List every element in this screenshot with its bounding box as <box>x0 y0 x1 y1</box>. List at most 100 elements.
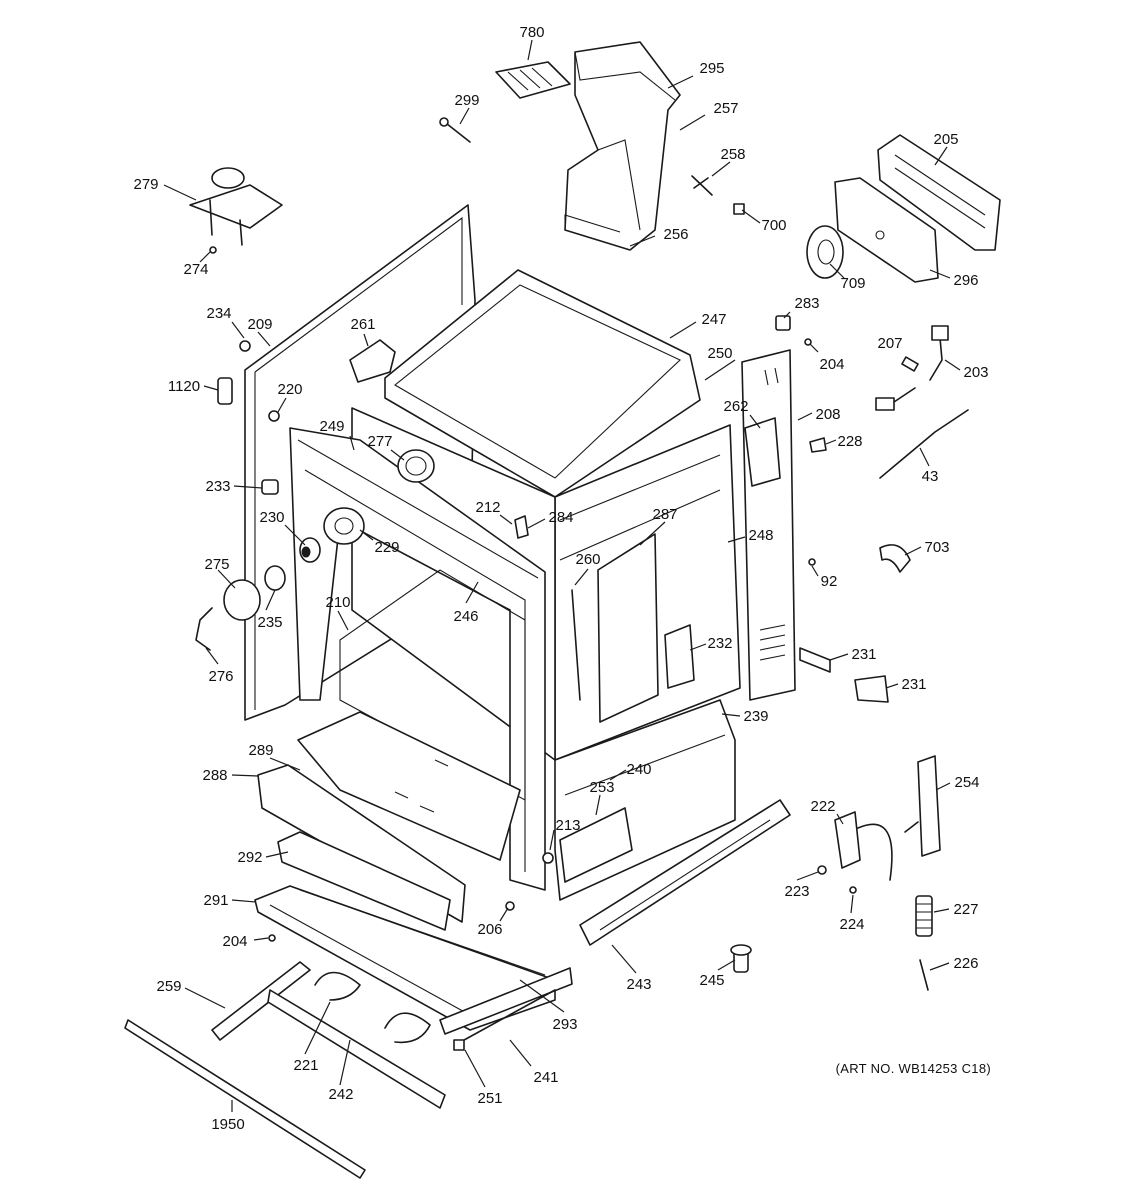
part-207-drawing <box>901 356 919 372</box>
callout-249: 249 <box>319 418 344 435</box>
callout-279: 279 <box>133 176 158 193</box>
callout-780: 780 <box>519 24 544 41</box>
part-230-drawing <box>299 537 321 563</box>
callout-247: 247 <box>701 311 726 328</box>
callout-274: 274 <box>183 261 208 278</box>
callout-299: 299 <box>454 92 479 109</box>
part-254-drawing <box>904 755 941 857</box>
part-241-drawing <box>454 989 556 1046</box>
callout-205: 205 <box>933 131 958 148</box>
part-204-upper-drawing <box>804 338 812 346</box>
part-1950-drawing <box>124 1019 366 1179</box>
part-258-drawing <box>691 175 713 196</box>
part-279-drawing <box>189 167 283 246</box>
part-284-drawing <box>514 515 529 539</box>
art-number-label: (ART NO. WB14253 C18) <box>835 1061 991 1076</box>
part-261-drawing <box>349 339 396 383</box>
callout-43: 43 <box>922 468 939 485</box>
part-262-drawing <box>744 417 781 487</box>
part-276-drawing <box>195 607 213 651</box>
callout-212: 212 <box>475 499 500 516</box>
callout-224: 224 <box>839 916 864 933</box>
part-227-drawing <box>915 895 933 937</box>
callout-248: 248 <box>748 527 773 544</box>
part-274-drawing <box>209 246 217 254</box>
callout-222: 222 <box>810 798 835 815</box>
part-780-drawing <box>495 61 571 99</box>
callout-234: 234 <box>206 305 231 322</box>
callout-1120: 1120 <box>168 378 200 395</box>
callout-288: 288 <box>202 767 227 784</box>
part-277-drawing <box>397 449 435 483</box>
callout-709: 709 <box>840 275 865 292</box>
callout-227: 227 <box>953 901 978 918</box>
callout-241: 241 <box>533 1069 558 1086</box>
callout-277: 277 <box>367 433 392 450</box>
callout-275: 275 <box>204 556 229 573</box>
callout-254: 254 <box>954 774 979 791</box>
callout-203: 203 <box>963 364 988 381</box>
part-205-bracket-drawing <box>877 134 1001 251</box>
part-92-drawing <box>808 558 816 566</box>
part-296-plate-drawing <box>834 177 939 283</box>
callout-251: 251 <box>477 1090 502 1107</box>
callout-296: 296 <box>953 272 978 289</box>
part-257-duct-drawing <box>564 41 681 251</box>
callout-209: 209 <box>247 316 272 333</box>
callout-258: 258 <box>720 146 745 163</box>
callout-257: 257 <box>713 100 738 117</box>
callout-223: 223 <box>784 883 809 900</box>
callout-231-lower: 231 <box>901 676 926 693</box>
part-226-drawing <box>919 959 929 991</box>
callout-204-lower: 204 <box>222 933 247 950</box>
callout-253: 253 <box>589 779 614 796</box>
part-291-drawing <box>254 885 556 1031</box>
callout-208: 208 <box>815 406 840 423</box>
part-220-drawing <box>268 410 280 422</box>
part-204-lower-drawing <box>268 934 276 942</box>
leader-lines <box>163 39 961 1112</box>
callout-291: 291 <box>203 892 228 909</box>
callout-246: 246 <box>453 608 478 625</box>
callout-276: 276 <box>208 668 233 685</box>
part-232-drawing <box>664 624 695 689</box>
part-703-drawing <box>879 544 911 573</box>
part-235-drawing <box>264 565 286 591</box>
part-1120-drawing <box>217 377 233 405</box>
callout-232: 232 <box>707 635 732 652</box>
part-253-drawing <box>559 807 633 883</box>
callout-213: 213 <box>555 817 580 834</box>
part-242-drawing <box>267 989 446 1109</box>
part-231-lower-drawing <box>854 675 889 703</box>
callout-242: 242 <box>328 1086 353 1103</box>
callout-239: 239 <box>743 708 768 725</box>
callout-295: 295 <box>699 60 724 77</box>
callout-235: 235 <box>257 614 282 631</box>
callout-220: 220 <box>277 381 302 398</box>
part-43-drawing <box>879 409 969 479</box>
part-283-drawing <box>775 315 791 331</box>
callout-292: 292 <box>237 849 262 866</box>
callout-289: 289 <box>248 742 273 759</box>
callout-703: 703 <box>924 539 949 556</box>
callout-228: 228 <box>837 433 862 450</box>
callout-245: 245 <box>699 972 724 989</box>
callout-283: 283 <box>794 295 819 312</box>
callout-259: 259 <box>156 978 181 995</box>
part-234-drawing <box>239 340 251 352</box>
callout-204-upper: 204 <box>819 356 844 373</box>
callout-700: 700 <box>761 217 786 234</box>
callout-92: 92 <box>821 573 838 590</box>
callout-1950: 1950 <box>211 1116 244 1133</box>
part-700-drawing <box>733 203 745 215</box>
part-287-drawing <box>597 533 659 723</box>
part-213-drawing <box>542 852 554 864</box>
part-245-drawing <box>730 944 752 973</box>
part-228-drawing <box>809 437 827 453</box>
callout-231-upper: 231 <box>851 646 876 663</box>
part-233-drawing <box>261 479 279 495</box>
callout-229: 229 <box>374 539 399 556</box>
part-259-drawing <box>211 961 311 1041</box>
part-275-drawing <box>223 579 261 621</box>
